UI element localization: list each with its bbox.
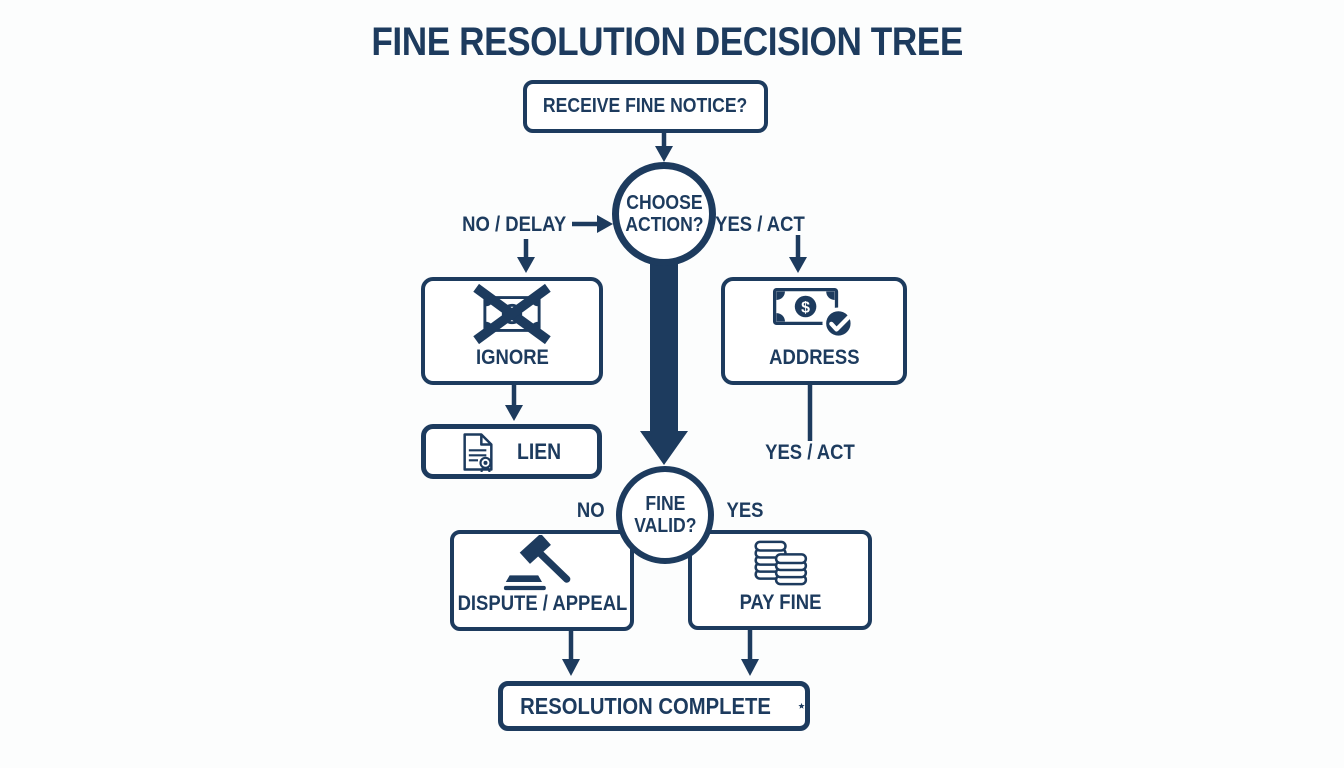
document-seal-icon: [463, 432, 494, 472]
node-pay-fine: PAY FINE: [688, 530, 872, 630]
lien-label: LIEN: [517, 438, 562, 464]
node-ignore: IGNORE: [421, 277, 603, 385]
money-check-icon: $: [772, 287, 855, 339]
svg-text:$: $: [801, 299, 810, 316]
pay-fine-label: PAY FINE: [739, 591, 821, 614]
edge-label-yes-act-upper: YES / ACT: [715, 213, 805, 236]
address-label: ADDRESS: [768, 346, 860, 369]
resolution-label: RESOLUTION COMPLETE: [520, 692, 771, 719]
star-icon: [798, 702, 805, 709]
money-crossed-icon: [473, 283, 551, 344]
edge-label-yes-act-lower: YES / ACT: [765, 441, 855, 464]
thick-arrow-choose-to-valid: [640, 258, 688, 465]
edge-label-yes: YES: [726, 499, 764, 522]
edge-label-no: NO: [577, 499, 605, 522]
node-lien: LIEN: [421, 424, 602, 479]
edge-label-no-delay: NO / DELAY: [461, 213, 567, 236]
gavel-icon: [503, 535, 571, 591]
ignore-label: IGNORE: [475, 346, 549, 369]
node-receive-fine-notice: RECEIVE FINE NOTICE?: [523, 80, 768, 133]
coins-icon: [754, 540, 808, 585]
node-resolution-complete: RESOLUTION COMPLETE: [498, 681, 810, 731]
node-dispute-appeal: DISPUTE / APPEAL: [450, 530, 634, 631]
receive-label: RECEIVE FINE NOTICE?: [543, 95, 748, 117]
dispute-label: DISPUTE / APPEAL: [457, 592, 627, 615]
page-title: FINE RESOLUTION DECISION TREE: [371, 20, 963, 64]
node-address: $ ADDRESS: [721, 277, 907, 385]
